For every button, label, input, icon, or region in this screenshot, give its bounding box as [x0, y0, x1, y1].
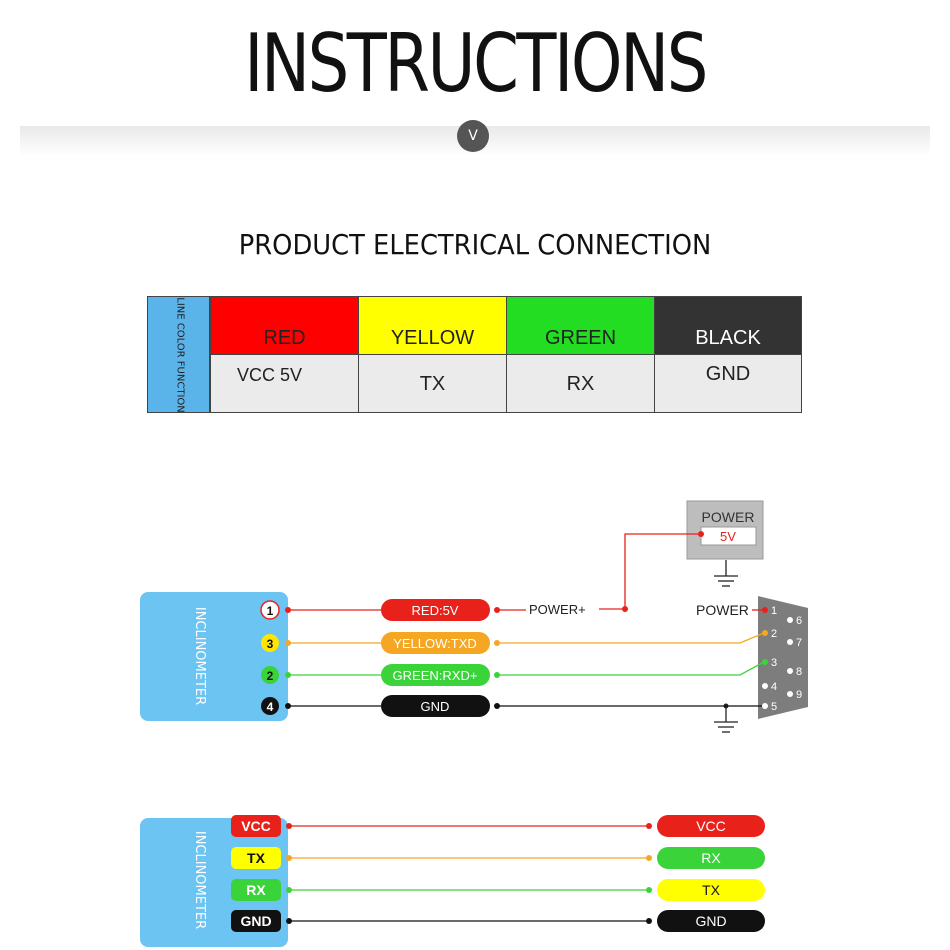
- junction-dot: [622, 606, 628, 612]
- signal-label-right: [657, 910, 765, 932]
- wire-label: GND: [421, 699, 450, 714]
- line-color-table: LINE COLOR FUNCTION RED YELLOW GREEN BLA…: [147, 296, 802, 413]
- page-title: INSTRUCTIONS: [244, 17, 708, 110]
- power-plus-label: POWER+: [529, 602, 586, 617]
- wire-label: GREEN:RXD+: [393, 668, 478, 683]
- wire-label-pill: [381, 632, 490, 654]
- junction-dot: [646, 855, 652, 861]
- pin-number: 3: [267, 637, 274, 651]
- color-name: RED: [263, 327, 306, 349]
- signal-label-left: [231, 847, 281, 869]
- connector-pin-dot: [762, 683, 768, 689]
- voltage-label: 5V: [720, 529, 736, 544]
- inclinometer-label: INCLINOMETER: [192, 607, 207, 705]
- junction-dot: [646, 823, 652, 829]
- signal-name-right: VCC: [696, 818, 726, 834]
- chevron-down-icon: V: [457, 120, 489, 152]
- power-supply-label: POWER: [702, 509, 755, 525]
- wire-segment: [497, 632, 765, 644]
- inclinometer-box: [140, 592, 288, 721]
- color-name: GREEN: [544, 327, 617, 349]
- connector-pin-number: 2: [771, 628, 777, 640]
- signal-name-right: RX: [701, 850, 721, 866]
- pin-number-badge: [261, 697, 279, 715]
- signal-name-left: VCC: [241, 818, 271, 834]
- function-label: GND: [705, 363, 751, 385]
- function-label: TX: [419, 373, 446, 395]
- pin-number-badge: [260, 600, 280, 620]
- junction-dot: [646, 918, 652, 924]
- color-swatch-yellow: YELLOW: [358, 296, 507, 355]
- connector-pin-dot: [787, 691, 793, 697]
- color-swatch-green: GREEN: [506, 296, 655, 355]
- signal-name-left: TX: [247, 850, 266, 866]
- connector-pin-dot: [787, 668, 793, 674]
- junction-dot: [646, 887, 652, 893]
- inclinometer-label: INCLINOMETER: [192, 831, 207, 929]
- db9-connector: [758, 596, 808, 719]
- pin-number: 1: [267, 604, 274, 618]
- signal-name-right: TX: [702, 882, 721, 898]
- wire-label-pill: [381, 664, 490, 686]
- connector-pin-dot: [762, 607, 768, 613]
- connector-pin-dot: [787, 639, 793, 645]
- signal-name-left: RX: [246, 882, 266, 898]
- function-label: RX: [566, 373, 595, 395]
- connector-pin-number: 4: [771, 681, 777, 693]
- color-swatch-red: RED: [210, 296, 359, 355]
- signal-label-left: [231, 879, 281, 901]
- wire-label-pill: [381, 695, 490, 717]
- pin-number-badge: [261, 634, 279, 652]
- function-cell: GND: [654, 354, 802, 413]
- pin-number: 4: [267, 700, 274, 714]
- signal-label-left: [231, 910, 281, 932]
- color-name: YELLOW: [390, 327, 475, 349]
- signal-label-right: [657, 847, 765, 869]
- connector-pin-number: 3: [771, 657, 777, 669]
- connector-pin-number: 5: [771, 701, 777, 713]
- connector-pin-number: 9: [796, 689, 802, 701]
- connector-pin-dot: [762, 703, 768, 709]
- signal-label-left: [231, 815, 281, 837]
- connector-pin-dot: [762, 659, 768, 665]
- color-swatch-black: BLACK: [654, 296, 802, 355]
- function-cell: TX: [358, 354, 507, 413]
- color-name: BLACK: [695, 327, 761, 349]
- connector-power-label: POWER: [696, 602, 749, 618]
- section-title: PRODUCT ELECTRICAL CONNECTION: [238, 228, 712, 261]
- connector-pin-number: 7: [796, 637, 802, 649]
- wire-label: YELLOW:TXD: [393, 636, 477, 651]
- pin-number: 2: [267, 669, 274, 683]
- connector-pin-dot: [787, 617, 793, 623]
- connector-pin-number: 8: [796, 666, 802, 678]
- signal-name-left: GND: [240, 913, 271, 929]
- pin-number-badge: [261, 666, 279, 684]
- table-row-header: LINE COLOR FUNCTION: [147, 296, 210, 413]
- signal-label-right: [657, 815, 765, 837]
- junction-dot: [698, 531, 704, 537]
- ground-icon: [714, 560, 738, 587]
- function-cell: VCC 5V: [210, 354, 359, 413]
- wire-label: RED:5V: [412, 603, 459, 618]
- ground-icon: [714, 706, 738, 733]
- signal-label-right: [657, 879, 765, 901]
- wire-segment: [497, 661, 765, 676]
- connector-pin-number: 1: [771, 605, 777, 617]
- connector-pin-dot: [762, 630, 768, 636]
- power-supply-wire: [599, 533, 701, 610]
- function-label: VCC 5V: [237, 365, 303, 385]
- wire-label-pill: [381, 599, 490, 621]
- connector-pin-number: 6: [796, 615, 802, 627]
- signal-name-right: GND: [695, 913, 726, 929]
